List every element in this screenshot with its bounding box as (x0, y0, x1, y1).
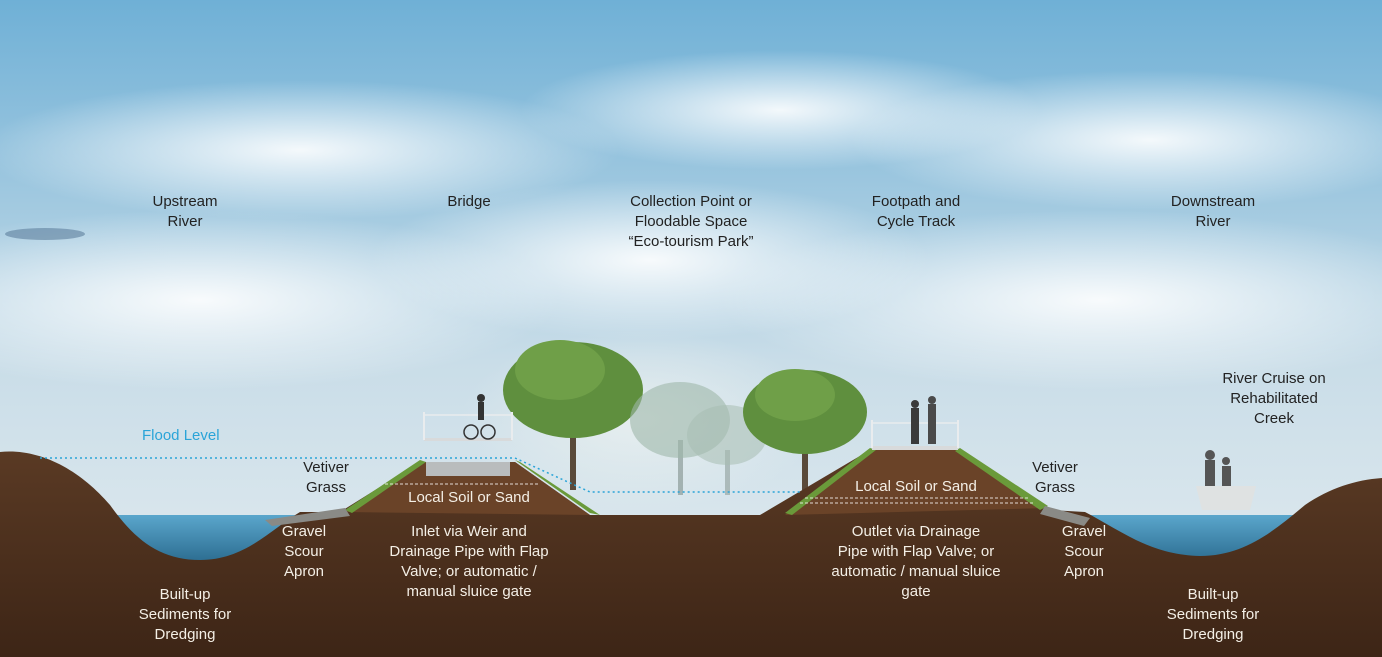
label-inlet: Inlet via Weir and Drainage Pipe with Fl… (389, 523, 549, 600)
label-sediments-right: Built-up Sediments for Dredging (1166, 586, 1260, 643)
label-local-soil-left: Local Soil or Sand (408, 489, 530, 506)
vetiver-right-slope (955, 448, 1048, 510)
vetiver-left-slope (345, 460, 426, 513)
label-outlet: Outlet via Drainage Pipe with Flap Valve… (831, 523, 1001, 600)
label-collection-point: Collection Point or Floodable Space “Eco… (628, 193, 754, 250)
label-sediments-left: Built-up Sediments for Dredging (138, 586, 232, 643)
label-bridge: Bridge (447, 193, 491, 210)
river-boat (1196, 450, 1256, 510)
trees (503, 340, 867, 495)
gravel-apron-left (265, 508, 350, 526)
clouds (0, 50, 1382, 390)
vetiver-left-back (515, 460, 600, 515)
bridge (423, 394, 513, 476)
label-vetiver-grass-right: Vetiver Grass (1032, 459, 1078, 496)
footpath-track (871, 396, 959, 450)
label-flood-level: Flood Level (142, 427, 220, 444)
flood-level-line (40, 457, 800, 493)
label-gravel-apron-right: Gravel Scour Apron (1061, 523, 1107, 580)
gravel-apron-right (1040, 506, 1090, 526)
label-upstream-river: Upstream River (152, 193, 218, 230)
label-footpath: Footpath and Cycle Track (871, 193, 961, 230)
label-local-soil-right: Local Soil or Sand (855, 478, 977, 495)
label-gravel-apron-left: Gravel Scour Apron (281, 523, 327, 580)
label-vetiver-grass-left: Vetiver Grass (303, 459, 349, 496)
label-river-cruise: River Cruise on Rehabilitated Creek (1222, 370, 1326, 427)
label-downstream-river: Downstream River (1170, 193, 1256, 230)
